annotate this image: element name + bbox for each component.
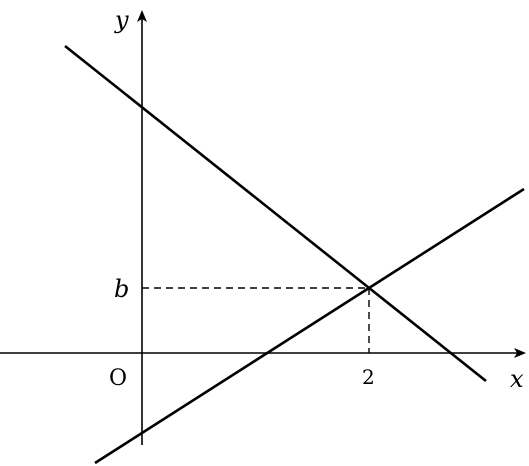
origin-label: O [109, 366, 127, 391]
x-value-label: 2 [362, 365, 375, 389]
decreasing-line [64, 44, 487, 383]
increasing-line [94, 187, 525, 465]
b-label: b [114, 275, 129, 303]
y-axis-label: y [114, 6, 129, 34]
x-axis-label: x [510, 365, 524, 393]
